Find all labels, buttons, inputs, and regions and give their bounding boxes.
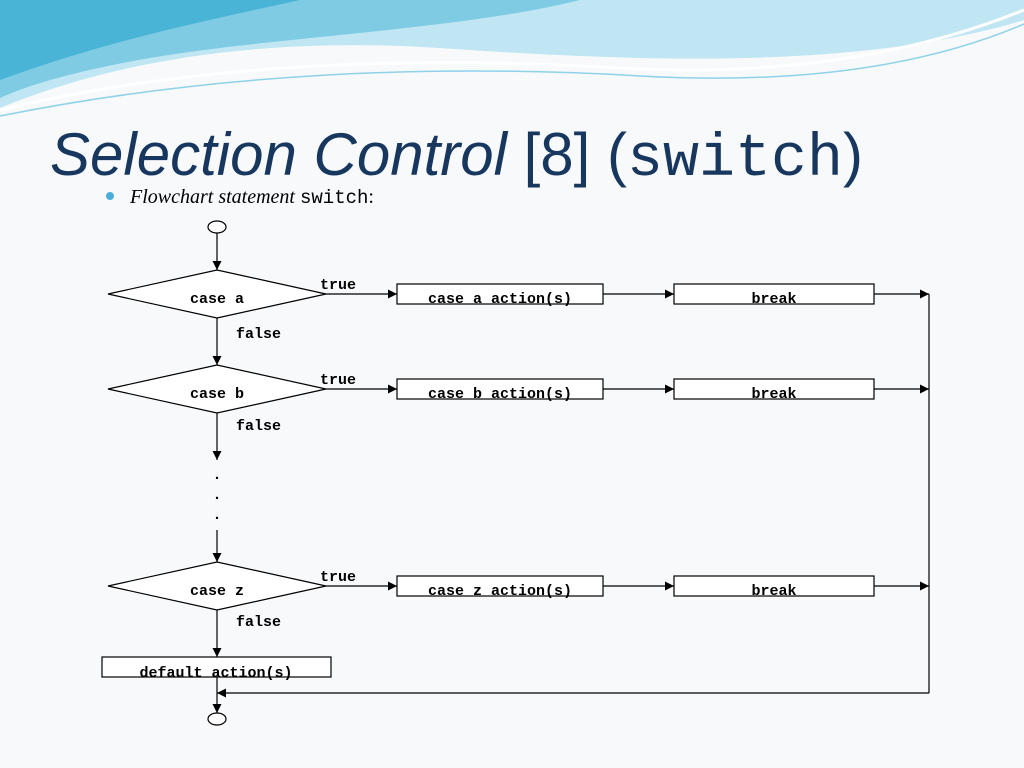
header-wave-decoration <box>0 0 1024 117</box>
break-label-b: break <box>751 386 796 403</box>
action-label-a: case a action(s) <box>428 291 572 308</box>
title-main: Selection Control <box>50 121 507 188</box>
ellipsis-dot: · <box>212 470 221 487</box>
slide-title: Selection Control [8] (switch) <box>50 121 863 194</box>
condition-label-a: case a <box>190 291 244 308</box>
bullet-keyword: switch <box>299 187 369 209</box>
ellipsis-dot: · <box>212 490 221 507</box>
bullet-dot-icon <box>106 192 114 201</box>
true-label-a: true <box>320 277 356 294</box>
true-label-z: true <box>320 569 356 586</box>
title-index: [8] <box>523 121 591 188</box>
action-label-z: case z action(s) <box>428 583 572 600</box>
bullet-text: Flowchart statement <box>130 186 295 208</box>
break-label-a: break <box>751 291 796 308</box>
ellipsis-dot: · <box>212 510 221 527</box>
title-close-paren: ) <box>843 121 863 188</box>
false-label-z: false <box>236 614 281 631</box>
condition-label-z: case z <box>190 583 244 600</box>
title-keyword: switch <box>626 126 844 194</box>
action-label-b: case b action(s) <box>428 386 572 403</box>
false-label-b: false <box>236 418 281 435</box>
true-label-b: true <box>320 372 356 389</box>
start-node <box>207 220 227 234</box>
bullet-suffix: : <box>368 186 374 208</box>
title-open-paren: ( <box>606 121 627 188</box>
bullet-item: Flowchart statement switch: <box>106 186 374 209</box>
break-label-z: break <box>751 583 796 600</box>
end-node <box>207 712 227 726</box>
false-label-a: false <box>236 326 281 343</box>
default-action-label: default action(s) <box>139 665 292 682</box>
condition-label-b: case b <box>190 386 244 403</box>
